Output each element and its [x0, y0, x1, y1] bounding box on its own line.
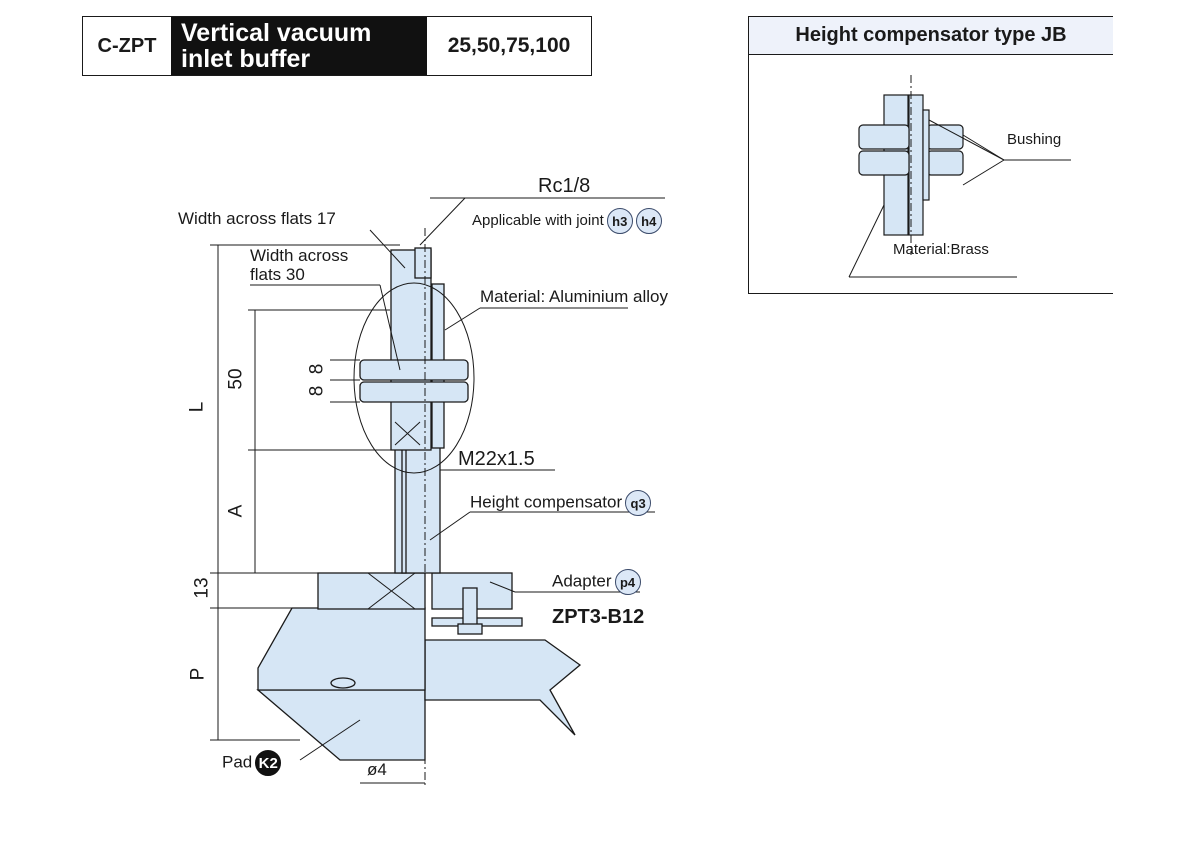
pad-text: Pad [222, 752, 253, 772]
joint-badge-h3: h3 [606, 208, 633, 234]
inset-title: Height compensator type JB [749, 17, 1113, 55]
rc-thread-label: Rc1/8 [538, 175, 591, 197]
hex-nut-1 [359, 359, 469, 381]
dim-8b: 8 [306, 385, 328, 397]
pad-badge: K2 [255, 750, 282, 776]
dim-13: 13 [191, 577, 213, 599]
inset-material-label: Material:Brass [893, 241, 989, 258]
diameter-label: ø4 [367, 760, 387, 779]
dim-L: L [186, 401, 208, 413]
thread-label: M22x1.5 [458, 448, 535, 470]
adapter-left [317, 572, 426, 610]
product-sizes: 25,50,75,100 [427, 17, 592, 75]
material-label: Material: Aluminium alloy [480, 287, 669, 306]
flats30-label-line2: flats 30 [250, 265, 305, 284]
height-comp-badge: q3 [625, 490, 652, 516]
joint-text: Applicable with joint [472, 211, 604, 229]
joint-badge-h4: h4 [635, 208, 662, 234]
pad-vent [330, 677, 356, 689]
pad-lower [256, 689, 426, 761]
dim-P: P [187, 667, 209, 681]
inset-drawing [848, 75, 1071, 278]
pad-right [424, 639, 582, 736]
adapter-badge: p4 [614, 569, 641, 595]
flats17-label: Width across flats 17 [178, 209, 336, 228]
adapter-model: ZPT3-B12 [552, 606, 645, 628]
adapter-text: Adapter [552, 571, 612, 591]
bushing-label: Bushing [1007, 131, 1062, 148]
product-header: C-ZPT Vertical vacuum inlet buffer 25,50… [82, 16, 592, 76]
dim-A: A [225, 504, 247, 518]
product-code: C-ZPT [97, 34, 157, 57]
inset-panel: Height compensator type JB Bushing Mater… [748, 16, 1113, 294]
hex-nut-2 [359, 381, 469, 403]
detail-circle [353, 282, 475, 474]
dim-50: 50 [225, 368, 247, 390]
flats30-label-line1: Width across [250, 246, 349, 265]
dim-8a: 8 [306, 363, 328, 375]
product-title: Vertical vacuum inlet buffer [171, 17, 427, 75]
height-comp-text: Height compensator [470, 492, 623, 512]
